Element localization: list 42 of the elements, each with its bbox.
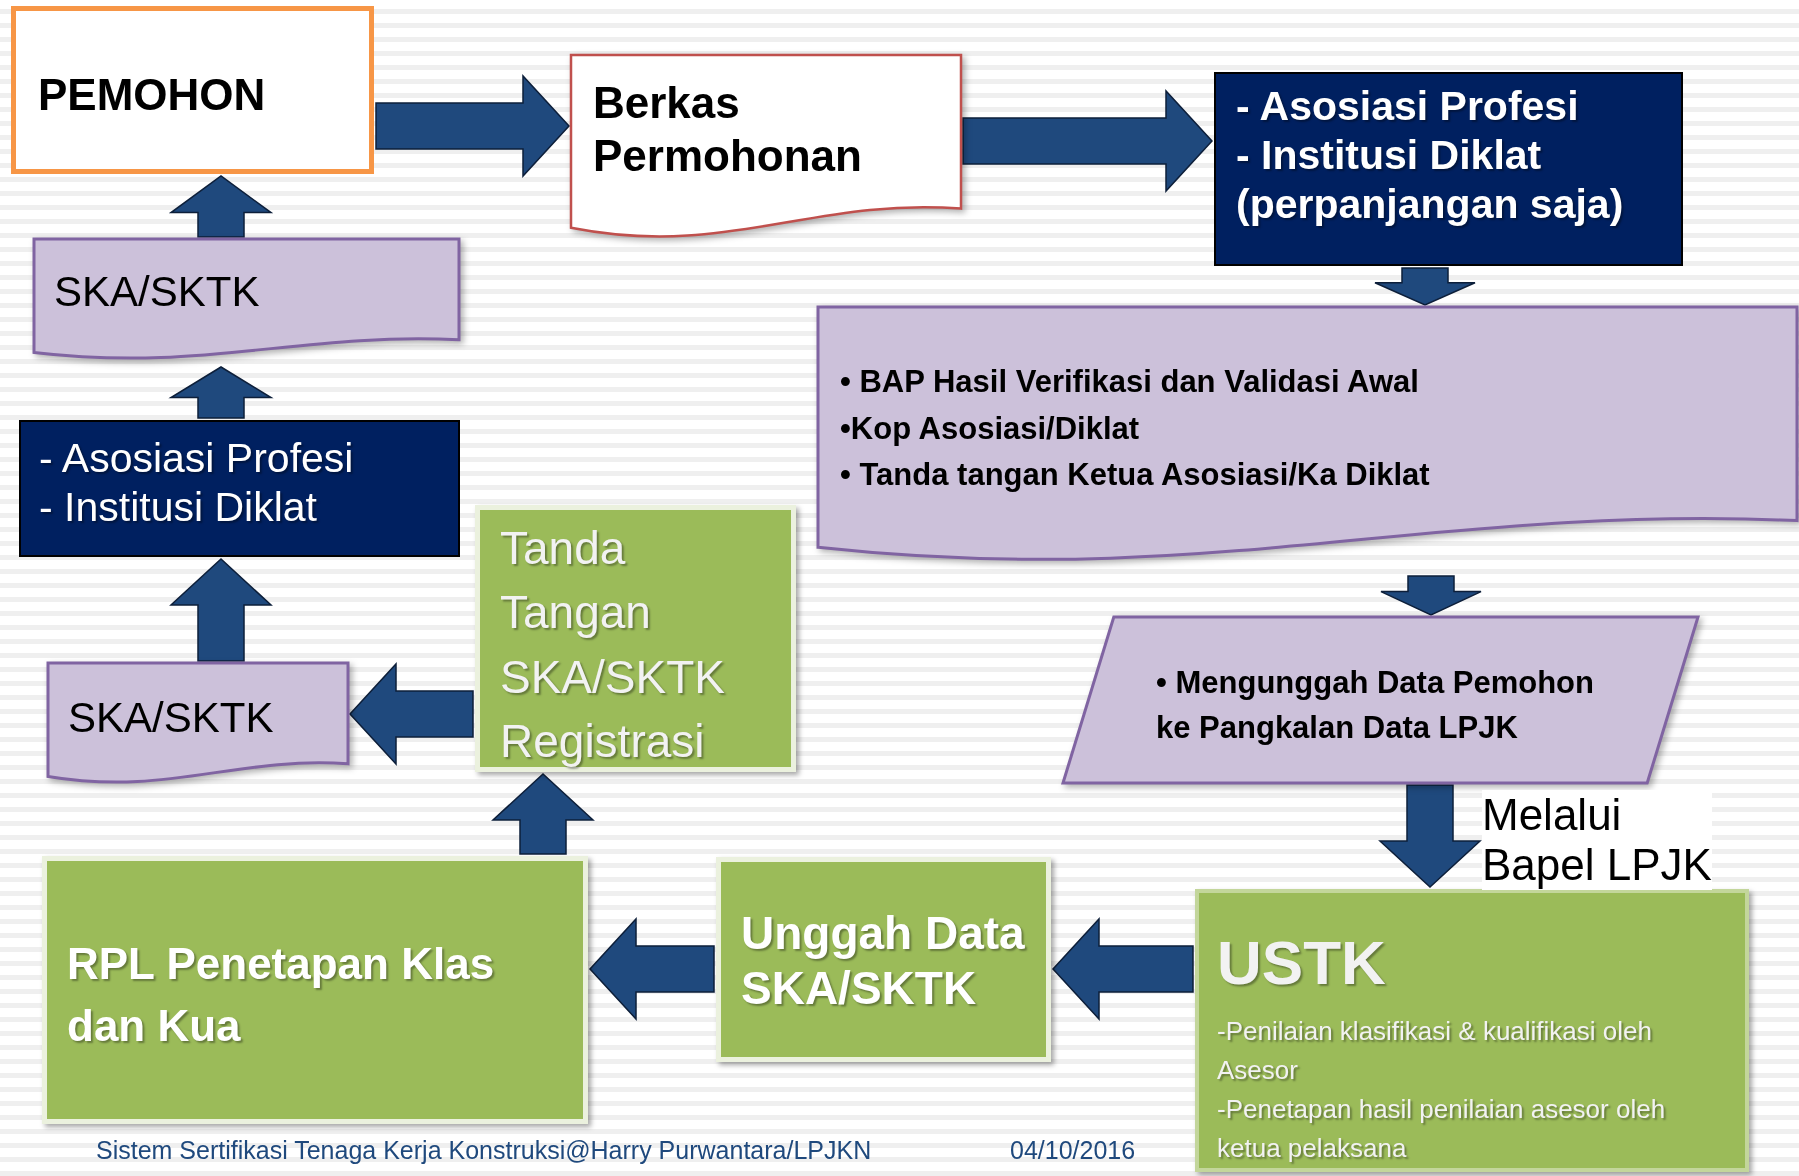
node-label: Tanda Tangan SKA/SKTK Registrasi (500, 521, 726, 770)
node-title: USTK (1217, 927, 1387, 999)
list-item: - Asosiasi Profesi (1236, 82, 1580, 131)
node-label: RPL Penetapan Klas dan Kua (67, 938, 496, 1052)
process-box (1214, 72, 1683, 266)
block-arrow (168, 175, 274, 238)
process-box (1195, 889, 1749, 1172)
data-parallelogram (1063, 617, 1698, 783)
block-arrow (349, 662, 474, 766)
list-item: •Kop Asosiasi/Diklat (840, 409, 1141, 448)
process-box (42, 856, 588, 1124)
list-item: - Institusi Diklat (39, 483, 318, 533)
start-box (11, 6, 374, 174)
list-item: • BAP Hasil Verifikasi dan Validasi Awal (840, 363, 1420, 401)
list-item: • Tanda tangan Ketua Asosiasi/Ka Diklat (840, 456, 1431, 494)
list-item: -Penilaian klasifikasi & kualifikasi oleh Asesor (1217, 1014, 1653, 1087)
process-box (19, 420, 460, 557)
block-arrow (375, 74, 570, 178)
node-label: Unggah Data SKA/SKTK (741, 906, 1026, 1017)
node-label: SKA/SKTK (54, 267, 261, 317)
node-label: • Mengunggah Data Pemohon ke Pangkalan Data LPJK (1156, 664, 1595, 747)
node-label: SKA/SKTK (68, 693, 275, 743)
block-arrow (1378, 784, 1482, 888)
block-arrow (589, 917, 715, 1021)
block-arrow (491, 773, 595, 855)
block-arrow (1052, 917, 1194, 1021)
block-arrow (1374, 267, 1476, 306)
list-item: - Asosiasi Profesi (39, 434, 355, 483)
edge-label: Melalui Bapel LPJK (1482, 790, 1712, 890)
process-box (475, 505, 796, 772)
node-label: PEMOHON (38, 69, 267, 121)
block-arrow (1380, 575, 1482, 616)
block-arrow (962, 89, 1213, 193)
list-item: -Penetapan hasil penilaian asesor oleh ketua pelaksana (1217, 1092, 1667, 1165)
list-item: (perpanjangan saja) (1236, 180, 1625, 230)
list-item: - Institusi Diklat (1236, 131, 1543, 181)
footer-date: 04/10/2016 (1010, 1136, 1136, 1165)
process-box (716, 857, 1051, 1062)
block-arrow (169, 558, 273, 662)
node-label: Berkas Permohonan (593, 77, 863, 182)
block-arrow (168, 366, 274, 419)
footer-text: Sistem Sertifikasi Tenaga Kerja Konstruksi@Harry Purwantara/LPJKN (96, 1136, 872, 1165)
